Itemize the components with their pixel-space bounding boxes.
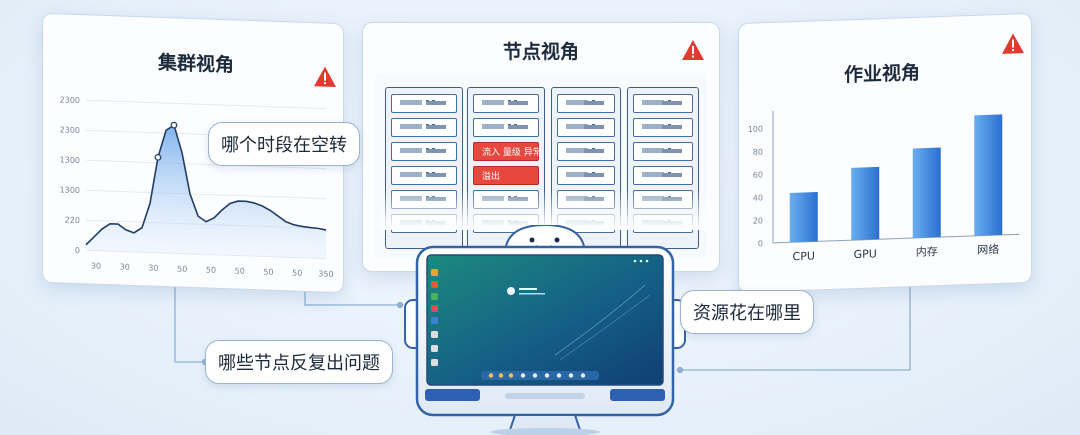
rack-fade bbox=[380, 190, 710, 230]
server-slot bbox=[391, 118, 457, 137]
server-slot bbox=[557, 94, 615, 113]
x-tick-label: 50 bbox=[263, 267, 273, 276]
cluster-title: 集群视角 bbox=[158, 51, 235, 77]
y-tick-label: 2300 bbox=[60, 95, 80, 105]
server-slot-alert: 流入 量级 异常 ——— bbox=[473, 142, 572, 161]
x-tick-label: GPU bbox=[854, 247, 877, 261]
server-slot bbox=[633, 118, 693, 137]
x-tick-label: 30 bbox=[148, 263, 158, 272]
warning-icon bbox=[682, 40, 704, 60]
y-tick-label: 220 bbox=[65, 216, 80, 226]
server-slot bbox=[633, 142, 693, 161]
bubble-resource: 资源花在哪里 bbox=[680, 290, 814, 334]
server-slot bbox=[633, 94, 693, 113]
grid-line bbox=[86, 159, 326, 170]
bar bbox=[912, 147, 941, 239]
x-tick-label: 内存 bbox=[916, 244, 938, 259]
y-tick-label: 100 bbox=[748, 124, 763, 134]
y-tick-label: 80 bbox=[753, 147, 763, 156]
grid-line bbox=[86, 189, 326, 200]
series-area bbox=[86, 125, 326, 259]
y-tick-label: 1300 bbox=[60, 185, 80, 195]
x-tick-label: 30 bbox=[91, 261, 101, 270]
warning-icon bbox=[1002, 33, 1024, 54]
server-racks: 流入 量级 异常 ——— 溢出 bbox=[375, 73, 707, 258]
x-tick-label: 30 bbox=[120, 262, 130, 271]
server-slot bbox=[557, 142, 615, 161]
y-tick-label: 1300 bbox=[60, 155, 80, 165]
x-tick-label: 50 bbox=[177, 264, 187, 273]
bar bbox=[851, 166, 880, 241]
bar bbox=[974, 114, 1003, 236]
server-slot bbox=[633, 166, 693, 185]
cluster-panel: 集群视角 0 220 1300 1300 2300 2300 30 30 30 50 50 50 50 5… bbox=[42, 12, 344, 294]
y-tick-label: 60 bbox=[753, 170, 763, 179]
bubble-idle: 哪个时段在空转 bbox=[208, 122, 360, 166]
data-point bbox=[170, 121, 178, 129]
y-tick-label: 20 bbox=[753, 216, 763, 225]
server-slot bbox=[557, 118, 615, 137]
server-slot bbox=[391, 166, 457, 185]
x-tick-label: 50 bbox=[292, 268, 302, 277]
x-tick-label: 网络 bbox=[977, 242, 999, 257]
bubble-repeat: 哪些节点反复出问题 bbox=[205, 340, 393, 384]
y-tick-label: 0 bbox=[758, 239, 763, 248]
y-tick-label: 40 bbox=[753, 193, 763, 202]
server-slot-alert: 溢出 bbox=[473, 166, 539, 185]
warning-icon bbox=[314, 66, 336, 87]
node-title: 节点视角 bbox=[503, 41, 580, 63]
server-slot bbox=[473, 118, 539, 137]
grid-line bbox=[86, 99, 326, 110]
server-slot bbox=[557, 166, 615, 185]
x-tick-label: CPU bbox=[793, 249, 815, 263]
server-slot bbox=[391, 94, 457, 113]
server-slot bbox=[473, 94, 539, 113]
job-title: 作业视角 bbox=[844, 61, 921, 87]
x-tick-label: 50 bbox=[235, 266, 245, 275]
y-tick-label: 2300 bbox=[60, 125, 80, 135]
monitor-robot bbox=[404, 225, 686, 435]
x-tick-label: 350 bbox=[318, 269, 333, 279]
data-point bbox=[154, 153, 162, 161]
y-tick-label: 0 bbox=[75, 246, 80, 255]
cluster-area-chart: 0 220 1300 1300 2300 2300 30 30 30 50 50 50 50 50 350 bbox=[60, 95, 334, 279]
server-slot bbox=[391, 142, 457, 161]
x-tick-label: 50 bbox=[206, 265, 216, 274]
bar bbox=[789, 191, 818, 243]
series-line bbox=[85, 123, 327, 246]
